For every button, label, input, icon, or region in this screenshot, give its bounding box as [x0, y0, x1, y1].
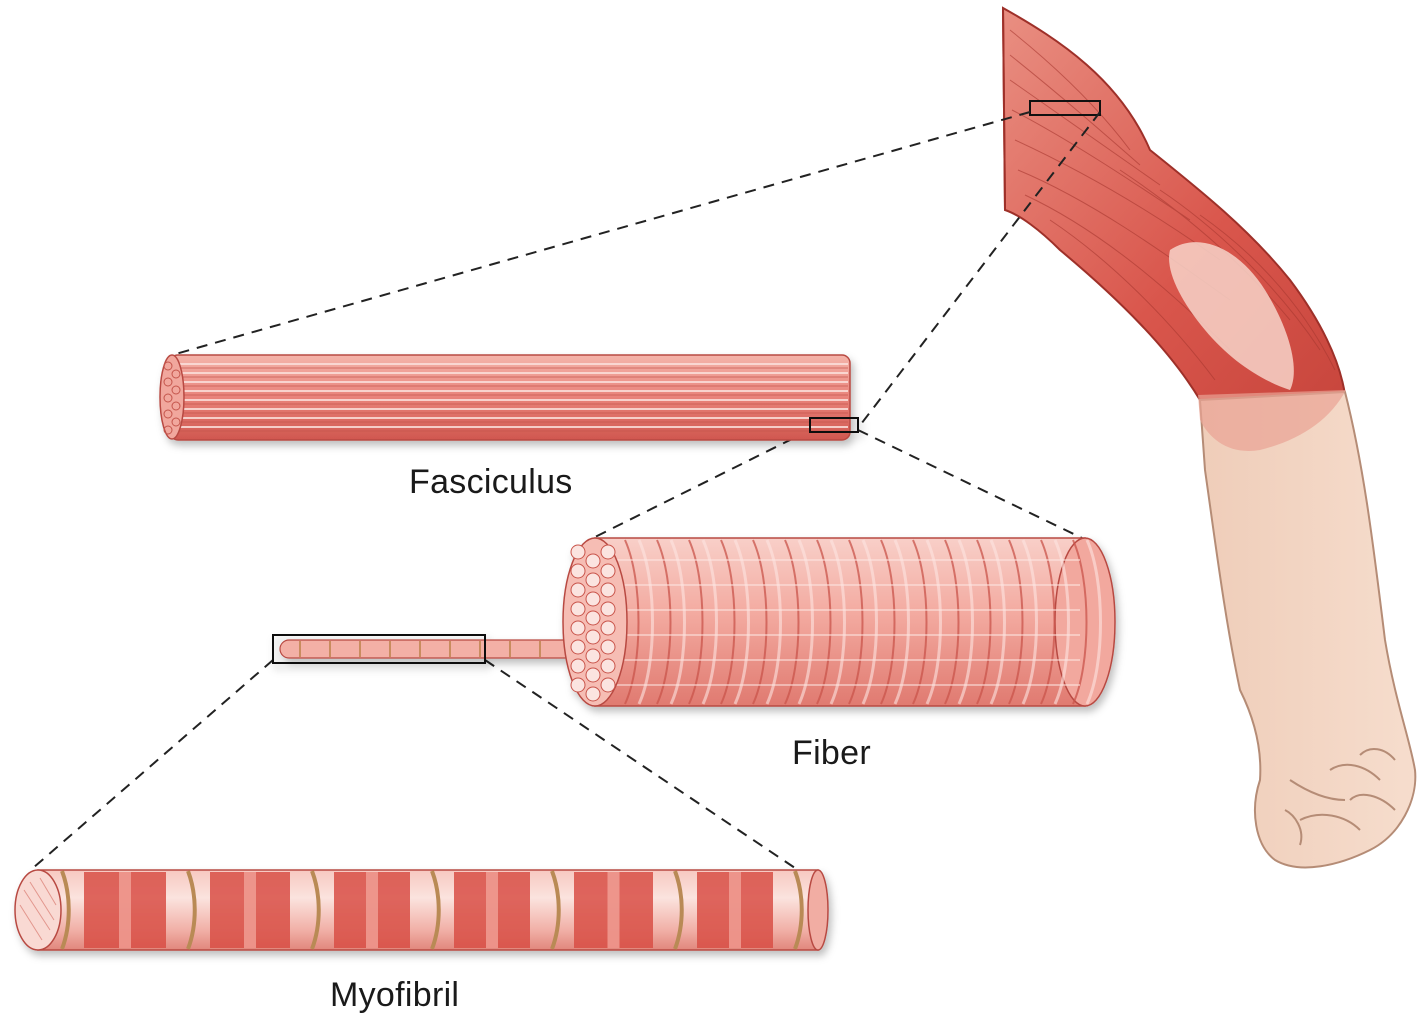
fiber-myofibril-circle	[601, 583, 615, 597]
label-fiber: Fiber	[792, 734, 871, 773]
myofibril-h-zone	[244, 872, 256, 948]
label-fasciculus: Fasciculus	[409, 463, 573, 502]
myofibril-cylinder	[15, 870, 828, 950]
myofibril-h-zone	[729, 872, 741, 948]
fiber-myofibril-circle	[571, 678, 585, 692]
fiber-myofibril-circle	[586, 649, 600, 663]
fiber-myofibril-circle	[571, 545, 585, 559]
fiber-myofibril-circle	[601, 659, 615, 673]
myofibril-h-zone	[119, 872, 131, 948]
fiber-cylinder	[273, 538, 1115, 706]
forearm-skin	[1200, 392, 1415, 867]
fiber-myofibril-circle	[601, 621, 615, 635]
fiber-myofibril-circle	[571, 659, 585, 673]
fiber-myofibril-circle	[601, 545, 615, 559]
fiber-myofibril-circle	[586, 573, 600, 587]
fiber-myofibril-circle	[571, 564, 585, 578]
fiber-myofibril-circle	[586, 554, 600, 568]
arm-muscle	[1003, 8, 1345, 400]
myofibril-h-zone	[608, 872, 620, 948]
fiber-myofibril-circle	[601, 678, 615, 692]
fiber-myofibril-circle	[571, 583, 585, 597]
fiber-end-myofibrils	[571, 545, 615, 701]
fiber-myofibril-circle	[571, 640, 585, 654]
myofibril-h-zone	[486, 872, 498, 948]
fiber-myofibril-circle	[586, 611, 600, 625]
fiber-myofibril-circle	[571, 621, 585, 635]
myofibril-h-zone	[366, 872, 378, 948]
fiber-myofibril-circle	[586, 687, 600, 701]
arm-illustration	[1003, 8, 1415, 867]
fiber-myofibril-circle	[571, 602, 585, 616]
myofibril-end-face	[15, 870, 61, 950]
fiber-myofibril-circle	[601, 640, 615, 654]
fiber-myofibril-circle	[586, 630, 600, 644]
fasciculus-bundle	[160, 355, 858, 440]
fiber-myofibril-circle	[586, 668, 600, 682]
label-myofibril: Myofibril	[330, 976, 459, 1015]
fiber-myofibril-circle	[601, 564, 615, 578]
fiber-myofibril-circle	[601, 602, 615, 616]
myofibril-rod	[280, 640, 590, 658]
fiber-myofibril-circle	[586, 592, 600, 606]
